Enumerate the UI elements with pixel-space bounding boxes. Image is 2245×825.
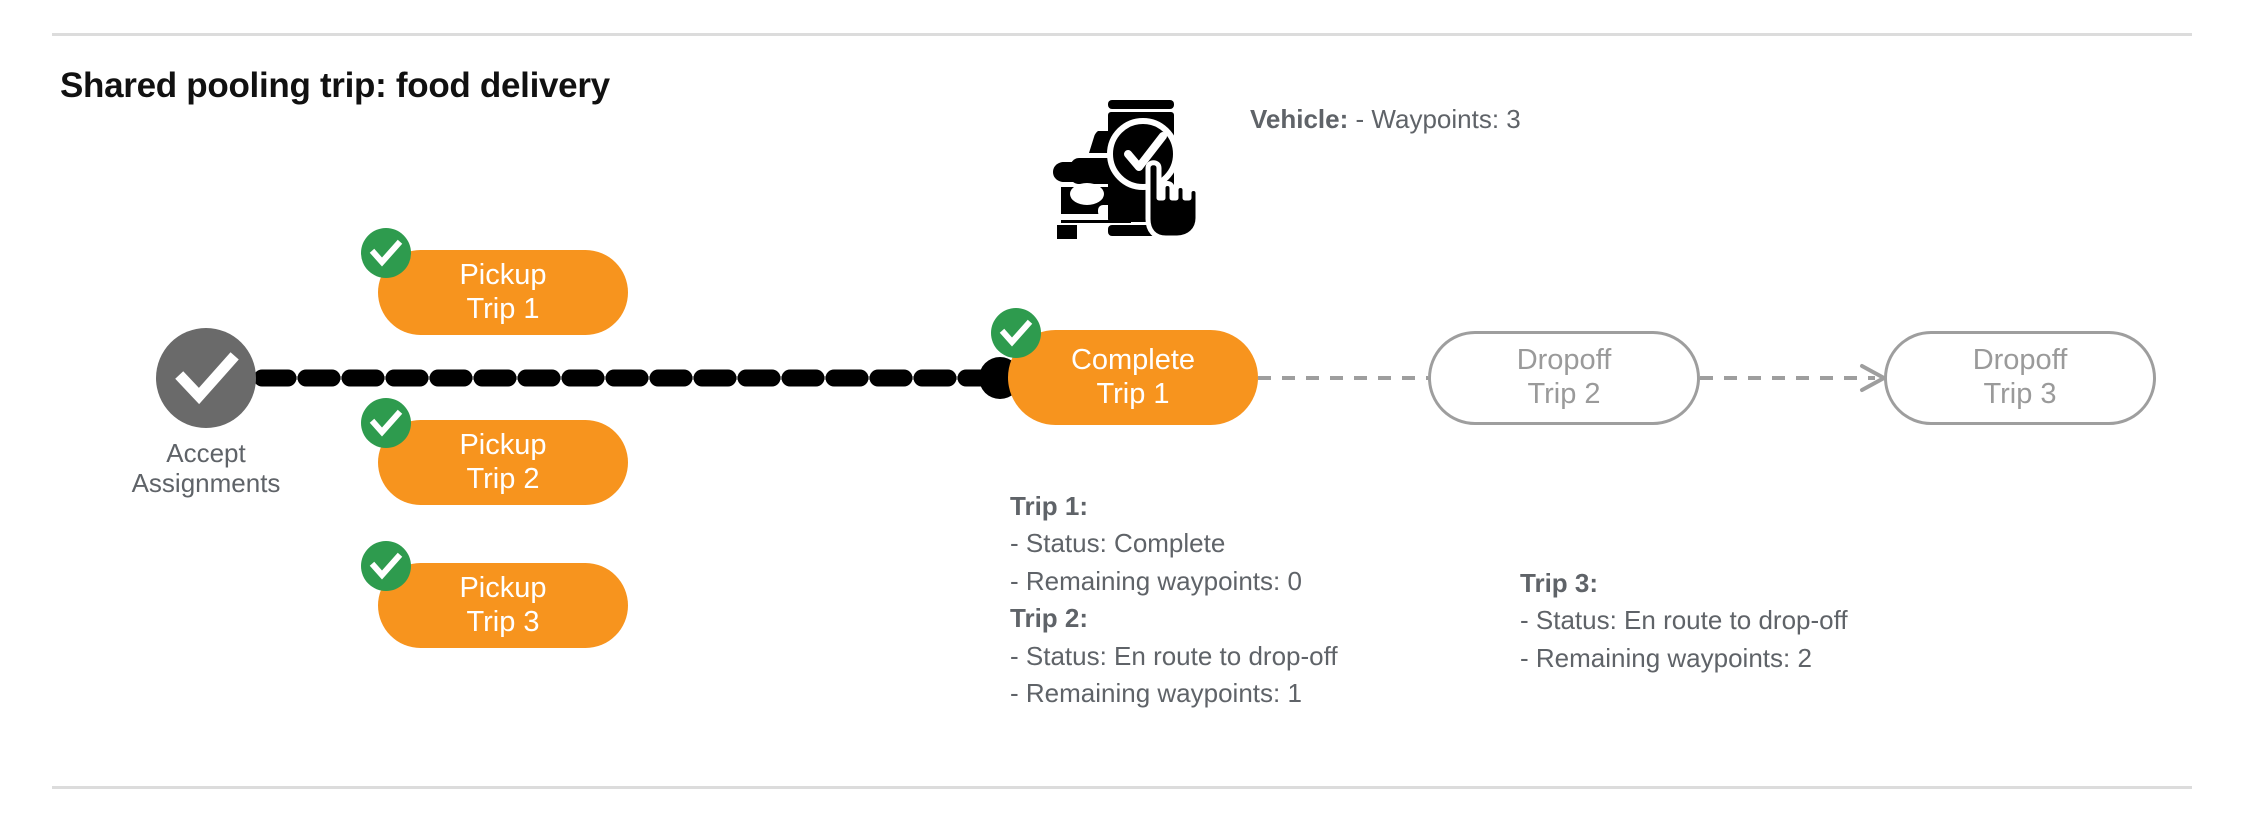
check-icon <box>361 228 411 278</box>
complete-line2: Trip 1 <box>1096 377 1170 410</box>
dropoff-3-line2: Trip 3 <box>1983 378 2057 410</box>
check-circle-icon <box>175 352 239 405</box>
vehicle-caption: Vehicle: - Waypoints: 3 <box>1250 102 1521 138</box>
trip-3-status: - Status: En route to drop-off <box>1520 605 1848 636</box>
trip-3-waypoints: - Remaining waypoints: 2 <box>1520 642 1812 673</box>
trip-2-title-row: Trip 2: <box>1010 600 1338 637</box>
trip-3-title-suffix: : <box>1589 568 1599 598</box>
vehicle-waypoints: - Waypoints: 3 <box>1355 104 1521 134</box>
node-dropoff-trip-3[interactable]: Dropoff Trip 3 <box>1884 331 2156 425</box>
pickup-3-line2: Trip 3 <box>466 605 540 638</box>
car-phone-tap-icon <box>1035 88 1201 248</box>
trip-1-title: Trip 1 <box>1010 491 1080 521</box>
node-accept-assignments[interactable]: Accept Assignments <box>132 328 280 498</box>
pickup-2-line2: Trip 2 <box>466 462 540 495</box>
trip-3-title-row: Trip 3: <box>1520 565 1848 602</box>
check-icon <box>991 308 1041 358</box>
bottom-divider <box>52 786 2192 789</box>
accept-label-line2: Assignments <box>131 468 281 499</box>
trip-2-title-suffix: : <box>1079 603 1089 634</box>
trip-3-title: Trip 3 <box>1520 568 1590 598</box>
complete-line1: Complete <box>1070 343 1196 376</box>
page-title: Shared pooling trip: food delivery <box>60 66 610 105</box>
dropoff-3-line1: Dropoff <box>1972 344 2068 377</box>
trip-2-title: Trip 2 <box>1010 603 1080 634</box>
trip-1-status: - Status: Complete <box>1010 528 1226 559</box>
vehicle-title-row: Vehicle: <box>1250 104 1348 134</box>
vehicle-title: Vehicle <box>1250 104 1340 134</box>
trip-details-right: Trip 3: - Status: En route to drop-off -… <box>1520 565 1848 677</box>
trip-details-left: Trip 1: - Status: Complete - Remaining w… <box>1010 488 1338 713</box>
accept-status-circle <box>156 328 256 428</box>
dropoff-2-line2: Trip 2 <box>1527 378 1601 410</box>
node-pickup-trip-1[interactable]: Pickup Trip 1 <box>361 228 628 335</box>
pickup-2-line1: Pickup <box>459 428 547 461</box>
pending-path-arrowhead <box>1860 364 1886 392</box>
trip-1-title-row: Trip 1: <box>1010 488 1338 525</box>
node-complete-trip-1[interactable]: Complete Trip 1 <box>991 308 1258 425</box>
check-icon <box>361 398 411 448</box>
accept-assignments-label: Accept Assignments <box>106 438 306 498</box>
accept-label-line1: Accept <box>166 438 246 468</box>
node-pickup-trip-2[interactable]: Pickup Trip 2 <box>361 398 628 505</box>
check-icon <box>361 541 411 591</box>
trip-2-status: - Status: En route to drop-off <box>1010 640 1338 671</box>
vehicle-title-suffix: : <box>1339 104 1349 134</box>
top-divider <box>52 33 2192 36</box>
trip-1-waypoints: - Remaining waypoints: 0 <box>1010 565 1302 596</box>
trip-2-waypoints: - Remaining waypoints: 1 <box>1010 678 1302 709</box>
node-dropoff-trip-2[interactable]: Dropoff Trip 2 <box>1428 331 1700 425</box>
node-pickup-trip-3[interactable]: Pickup Trip 3 <box>361 541 628 648</box>
pickup-1-line1: Pickup <box>459 258 547 291</box>
pickup-1-line2: Trip 1 <box>466 292 540 325</box>
trip-1-title-suffix: : <box>1079 491 1089 521</box>
pickup-3-line1: Pickup <box>459 571 547 604</box>
dropoff-2-line1: Dropoff <box>1516 344 1612 377</box>
